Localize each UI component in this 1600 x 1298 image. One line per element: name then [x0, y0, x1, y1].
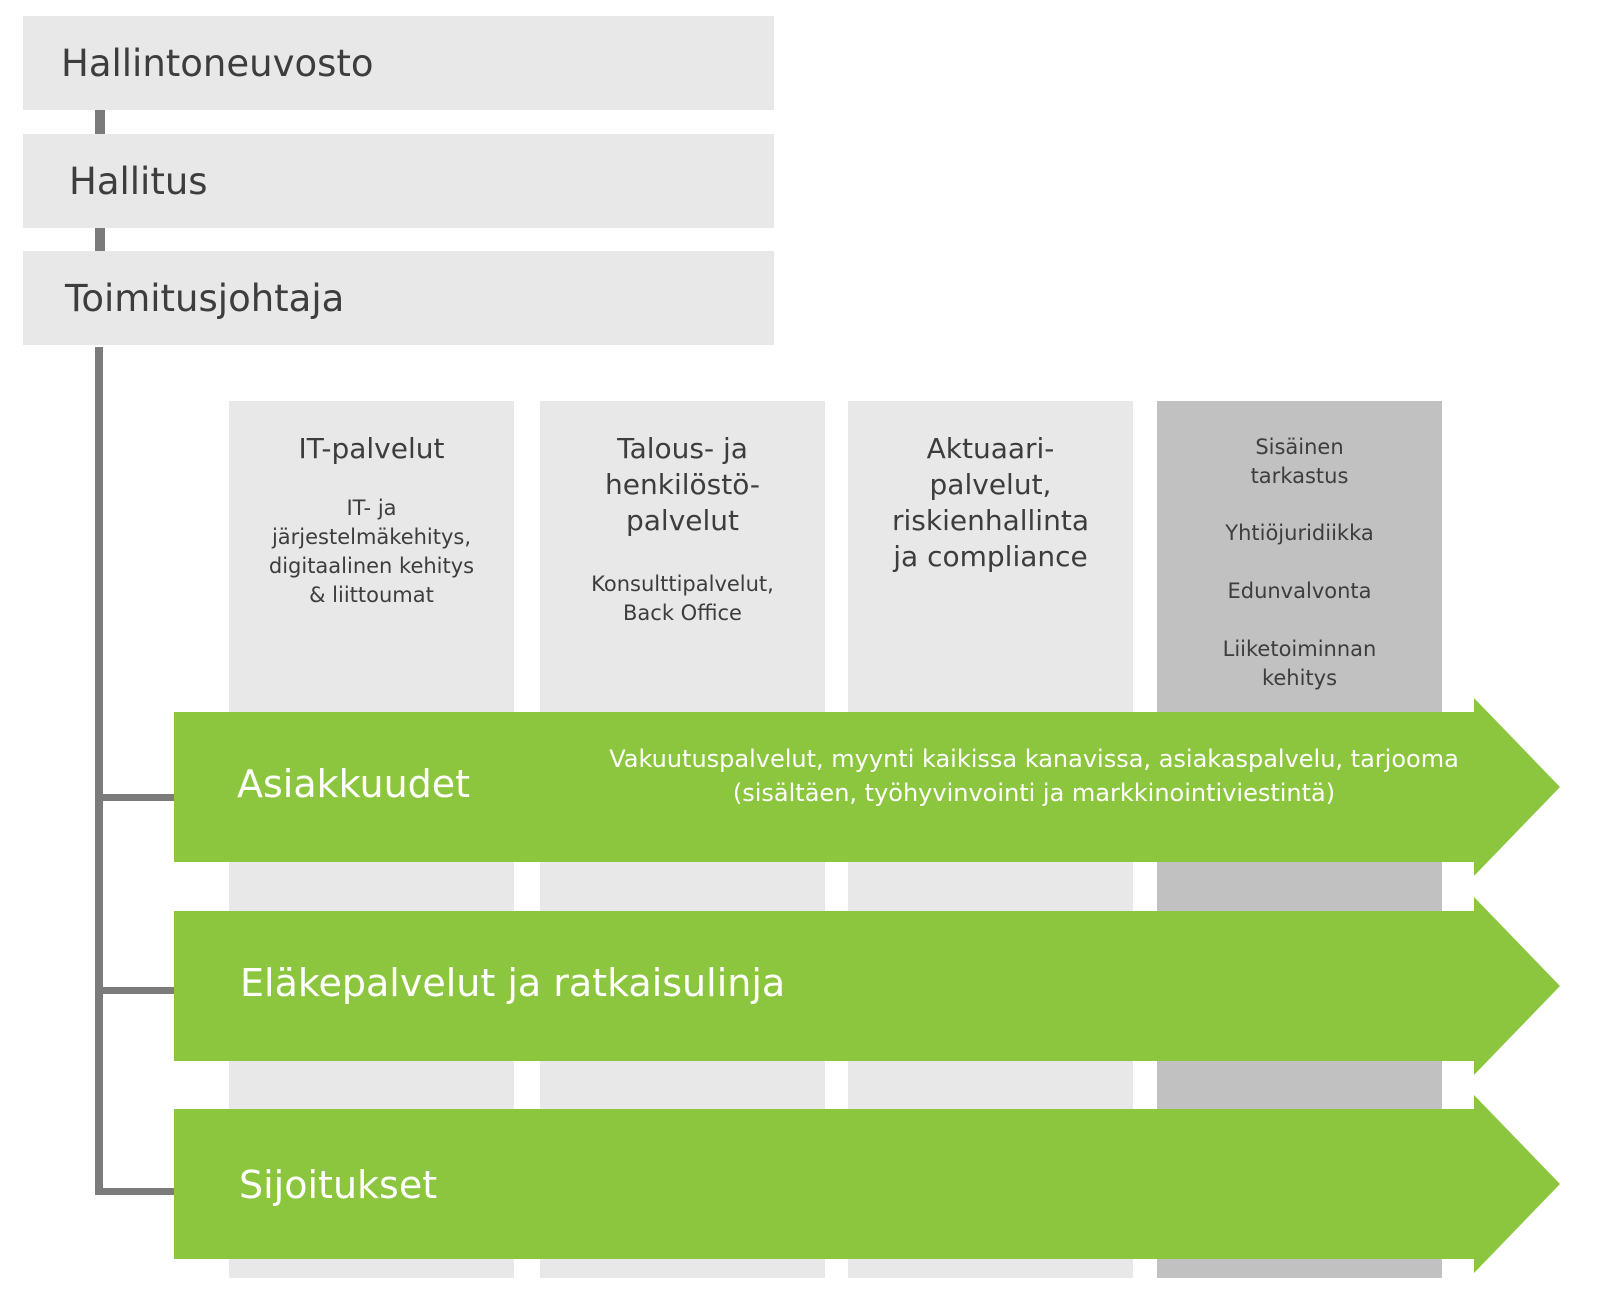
connector-branch — [103, 1188, 175, 1195]
level-box-hallintoneuvosto: Hallintoneuvosto — [23, 16, 774, 110]
arrow-description-line: (sisältäen, työhyvinvointi ja markkinoin… — [732, 779, 1336, 807]
arrow-elakepalvelut: Eläkepalvelut ja ratkaisulinja — [174, 897, 1560, 1075]
level-box-toimitusjohtaja: Toimitusjohtaja — [23, 251, 774, 345]
connector-trunk — [95, 347, 103, 1195]
level-label: Hallintoneuvosto — [61, 41, 374, 85]
arrow-label: Sijoitukset — [239, 1163, 438, 1207]
arrow-shape — [174, 897, 1560, 1075]
arrow-sijoitukset: Sijoitukset — [174, 1095, 1560, 1273]
level-box-hallitus: Hallitus — [23, 134, 774, 228]
column-item: Edunvalvonta — [1227, 579, 1372, 603]
arrow-label: Asiakkuudet — [237, 762, 471, 806]
level-label: Toimitusjohtaja — [65, 276, 345, 320]
arrow-description: Vakuutuspalvelut, myynti kaikissa kanavi… — [604, 742, 1464, 810]
connector-branch — [103, 987, 175, 994]
column-title: Aktuaari-palvelut, riskienhallinta ja co… — [892, 432, 1089, 573]
column-item: Sisäinen tarkastus — [1250, 435, 1349, 488]
connector-line — [95, 110, 105, 134]
column-title: IT-palvelut — [298, 432, 445, 465]
arrow-asiakkuudet: Asiakkuudet Vakuutuspalvelut, myynti kai… — [174, 698, 1560, 876]
connector-line — [95, 228, 105, 251]
column-item: Liiketoiminnan kehitys — [1222, 637, 1377, 690]
arrow-label: Eläkepalvelut ja ratkaisulinja — [240, 961, 786, 1005]
column-subtitle: IT- ja järjestelmäkehitys, digitaalinen … — [268, 496, 475, 607]
column-subtitle: Konsulttipalvelut, Back Office — [591, 572, 774, 625]
connector-branch — [103, 794, 175, 801]
column-title: Talous- ja henkilöstö-palvelut — [605, 432, 760, 537]
arrow-description-line: Vakuutuspalvelut, myynti kaikissa kanavi… — [609, 745, 1459, 773]
level-label: Hallitus — [69, 159, 208, 203]
arrow-shape — [174, 698, 1560, 876]
column-item: Yhtiöjuridiikka — [1225, 521, 1374, 545]
arrow-shape — [174, 1095, 1560, 1273]
